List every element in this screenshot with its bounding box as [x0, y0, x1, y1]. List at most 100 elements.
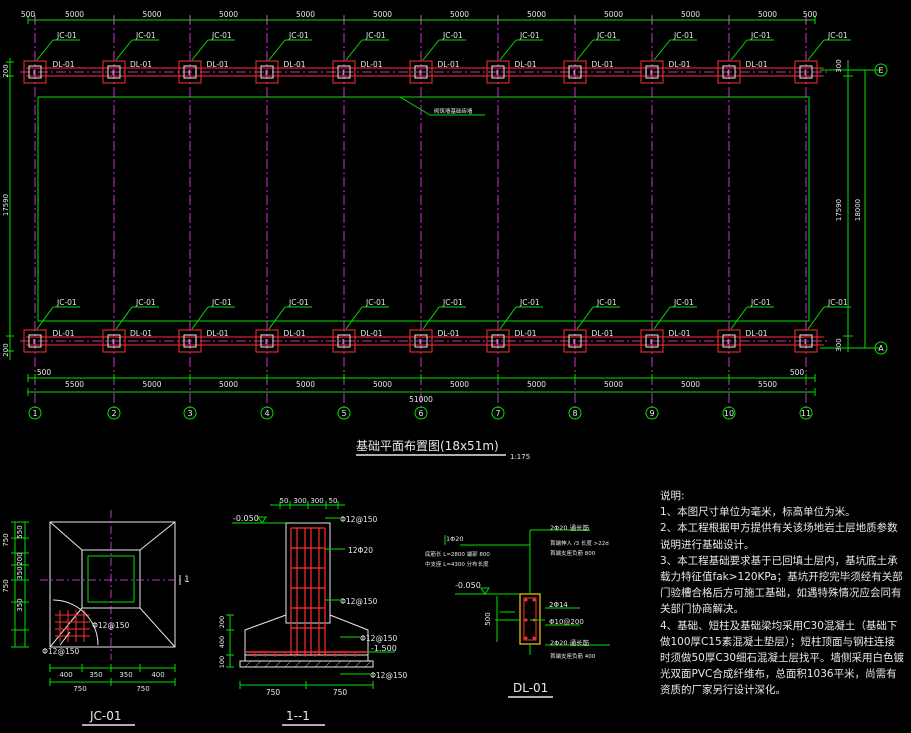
jc-hdim: 350	[89, 671, 102, 679]
pad-footing	[332, 329, 356, 353]
jc-leader	[422, 306, 440, 330]
bottom-dim-text: 5500	[758, 380, 777, 389]
plan-scale: 1:175	[510, 453, 530, 461]
sec-rebar-1: Φ12@150	[340, 515, 377, 524]
jc-leader	[191, 39, 209, 61]
jc-hdim: 400	[59, 671, 72, 679]
jc-leader	[345, 39, 363, 61]
top-dim-text: 5000	[450, 10, 469, 19]
dl-label: DL-01	[53, 329, 75, 338]
jc-vdim: 750	[2, 579, 10, 592]
sec-vdim: 100	[218, 656, 226, 668]
jc-vdim: 350	[16, 598, 24, 611]
wall-note: 砌筑墙基础砖墙	[434, 107, 473, 115]
column-mark: I	[33, 338, 35, 346]
column-stub	[722, 65, 736, 79]
axis-bubble	[107, 406, 121, 420]
axis-e-label: E	[878, 66, 883, 75]
right-dim-mid: 17590	[835, 199, 843, 221]
right-dim-bottom: 300	[835, 338, 843, 351]
pad-footing	[102, 329, 126, 353]
column-mark: I	[112, 69, 114, 77]
column-mark: I	[650, 338, 652, 346]
jc-rebar-top: Φ12@150	[92, 621, 129, 630]
column-mark: I	[188, 69, 190, 77]
jc-leader	[268, 306, 286, 330]
dl-label: DL-01	[592, 60, 614, 69]
left-dim-bottom: 200	[2, 343, 10, 356]
dl-label: DL-01	[669, 329, 691, 338]
dl-label: DL-01	[669, 60, 691, 69]
axis-bubble	[28, 406, 42, 420]
column-mark: I	[342, 338, 344, 346]
column-stub	[183, 65, 197, 79]
pad-footing	[717, 329, 741, 353]
axis-bubble	[260, 406, 274, 420]
jc-leader	[115, 306, 133, 330]
jc-label: JC-01	[135, 31, 156, 40]
axis-bubble	[491, 406, 505, 420]
right-dim-top: 300	[835, 59, 843, 72]
jc-vdim: 550	[16, 525, 24, 538]
column-stub	[414, 65, 428, 79]
column-mark: I	[650, 69, 652, 77]
dl-label: DL-01	[207, 60, 229, 69]
dl-label: DL-01	[746, 60, 768, 69]
jc-leader	[422, 39, 440, 61]
dl-height: 500	[484, 612, 492, 625]
bottom-dim-text: 5000	[219, 380, 238, 389]
jc-label: JC-01	[827, 298, 848, 307]
dl-mid-bars: 2Φ14	[549, 601, 568, 609]
jc-leader	[499, 39, 517, 61]
left-dim-top: 200	[2, 64, 10, 77]
jc-label: JC-01	[827, 31, 848, 40]
column-mark: I	[33, 69, 35, 77]
bottom-dim-text: 5500	[65, 380, 84, 389]
column-stub	[337, 65, 351, 79]
pad-footing	[640, 329, 664, 353]
top-dim-text: 5000	[142, 10, 161, 19]
sec-vdim: 400	[218, 636, 226, 648]
column-stub	[799, 334, 813, 348]
jc-label: JC-01	[673, 298, 694, 307]
sec-title: 1--1	[286, 709, 310, 723]
dl-left-2: 底筋长 L=2800 端部 800	[425, 550, 490, 558]
jc-label: JC-01	[442, 31, 463, 40]
axis-bubble	[722, 406, 736, 420]
dl-label: DL-01	[284, 329, 306, 338]
dl-right-1: 2Φ20 通长筋	[550, 523, 590, 532]
axis-number: 6	[418, 409, 423, 418]
pad-footing	[178, 60, 202, 84]
jc-leader	[115, 39, 133, 61]
jc-label: JC-01	[519, 298, 540, 307]
axis-number: 3	[187, 409, 192, 418]
sec-topdim: 300	[293, 497, 306, 505]
pad-footing	[23, 60, 47, 84]
sec-topdim: 50	[280, 497, 289, 505]
axis-number: 8	[572, 409, 577, 418]
jc-label: JC-01	[442, 298, 463, 307]
column-stub	[491, 65, 505, 79]
jc-leader	[653, 39, 671, 61]
column-stub	[722, 334, 736, 348]
total-length-dim: 51000	[409, 395, 433, 404]
pad-footing	[563, 329, 587, 353]
jc-hdim: 350	[119, 671, 132, 679]
pad-footing	[794, 329, 818, 353]
note-4: 4、基础、短柱及基础梁均采用C30混凝土（基础下做100厚C15素混凝土垫层）；…	[660, 619, 905, 697]
dl-label: DL-01	[438, 329, 460, 338]
dl-bottom-1: 2Φ20 通长筋	[550, 638, 590, 647]
column-mark: I	[188, 338, 190, 346]
jc-leader	[653, 306, 671, 330]
dl-label: DL-01	[130, 60, 152, 69]
sec-elev-top: -0.050	[233, 514, 259, 523]
pad-footing	[563, 60, 587, 84]
dl-label: DL-01	[207, 329, 229, 338]
top-dim-text: 5000	[527, 10, 546, 19]
axis-number: 7	[495, 409, 500, 418]
axis-number: 9	[649, 409, 654, 418]
bottom-dim-text: 5000	[450, 380, 469, 389]
jc-leader	[807, 306, 825, 330]
